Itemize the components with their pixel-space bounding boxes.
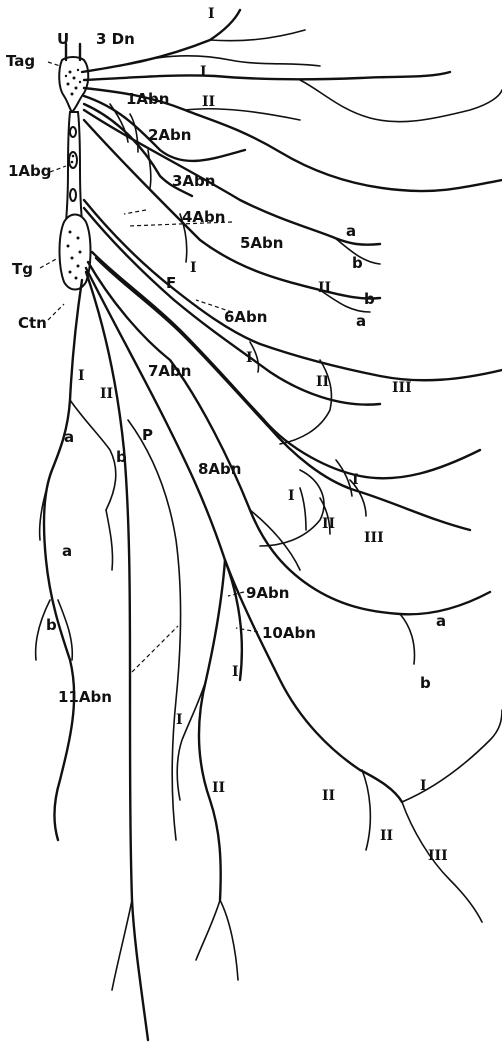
label-tg: Tg: [12, 260, 33, 278]
nerve-connective: [44, 280, 82, 840]
marker-b: b: [352, 254, 363, 272]
marker-I: I: [288, 488, 295, 504]
marker-I: I: [420, 778, 427, 794]
label-ctn: Ctn: [18, 314, 47, 332]
ganglion-small-2: [70, 189, 76, 201]
label-u: U: [57, 30, 69, 48]
marker-b: b: [420, 674, 431, 692]
label-10abn: 10Abn: [262, 624, 316, 642]
label-8abn: 8Abn: [198, 460, 241, 478]
nerve-10abn: [199, 560, 225, 900]
marker-a: a: [346, 222, 356, 240]
label-3abn: 3Abn: [172, 172, 215, 190]
marker-I: I: [352, 472, 359, 488]
label-5abn: 5Abn: [240, 234, 283, 252]
marker-III: III: [392, 380, 412, 396]
marker-I: I: [208, 6, 215, 22]
marker-II: II: [100, 386, 113, 402]
label-3dn: 3 Dn: [96, 30, 135, 48]
label-tag: Tag: [6, 52, 35, 70]
marker-b: b: [364, 290, 375, 308]
marker-II: II: [316, 374, 329, 390]
marker-I: I: [190, 260, 197, 276]
label-2abn: 2Abn: [148, 126, 191, 144]
marker-I: I: [232, 664, 239, 680]
marker-II: II: [322, 788, 335, 804]
marker-a: a: [356, 312, 366, 330]
marker-I: I: [78, 368, 85, 384]
label-1abn: 1Abn: [126, 90, 169, 108]
ganglion-small-1: [70, 127, 76, 137]
nerve-5abn: [84, 120, 380, 299]
nerve-9abn: [86, 268, 402, 802]
label-11abn: 11Abn: [58, 688, 112, 706]
marker-II: II: [212, 780, 225, 796]
nerve-11abn: [86, 272, 148, 1040]
first-abdominal-ganglion-shape: [69, 152, 77, 168]
marker-II: II: [202, 94, 215, 110]
marker-II: II: [322, 516, 335, 532]
nerve-6abn: [84, 200, 502, 380]
label-6abn: 6Abn: [224, 308, 267, 326]
label-1abg: 1Abg: [8, 162, 52, 180]
marker-III: III: [428, 848, 448, 864]
label-7abn: 7Abn: [148, 362, 191, 380]
label-f: F: [166, 274, 176, 292]
marker-a: a: [64, 428, 74, 446]
marker-II: II: [318, 280, 331, 296]
label-p: P: [142, 426, 153, 444]
label-9abn: 9Abn: [246, 584, 289, 602]
marker-b: b: [46, 616, 57, 634]
marker-a: a: [62, 542, 72, 560]
nerve-trunks: [36, 10, 502, 1040]
marker-I: I: [200, 64, 207, 80]
marker-II: II: [380, 828, 393, 844]
marker-b: b: [116, 448, 127, 466]
label-4abn: 4Abn: [182, 208, 225, 226]
marker-a: a: [436, 612, 446, 630]
marker-I: I: [246, 350, 253, 366]
marker-III: III: [364, 530, 384, 546]
marker-I: I: [176, 712, 183, 728]
